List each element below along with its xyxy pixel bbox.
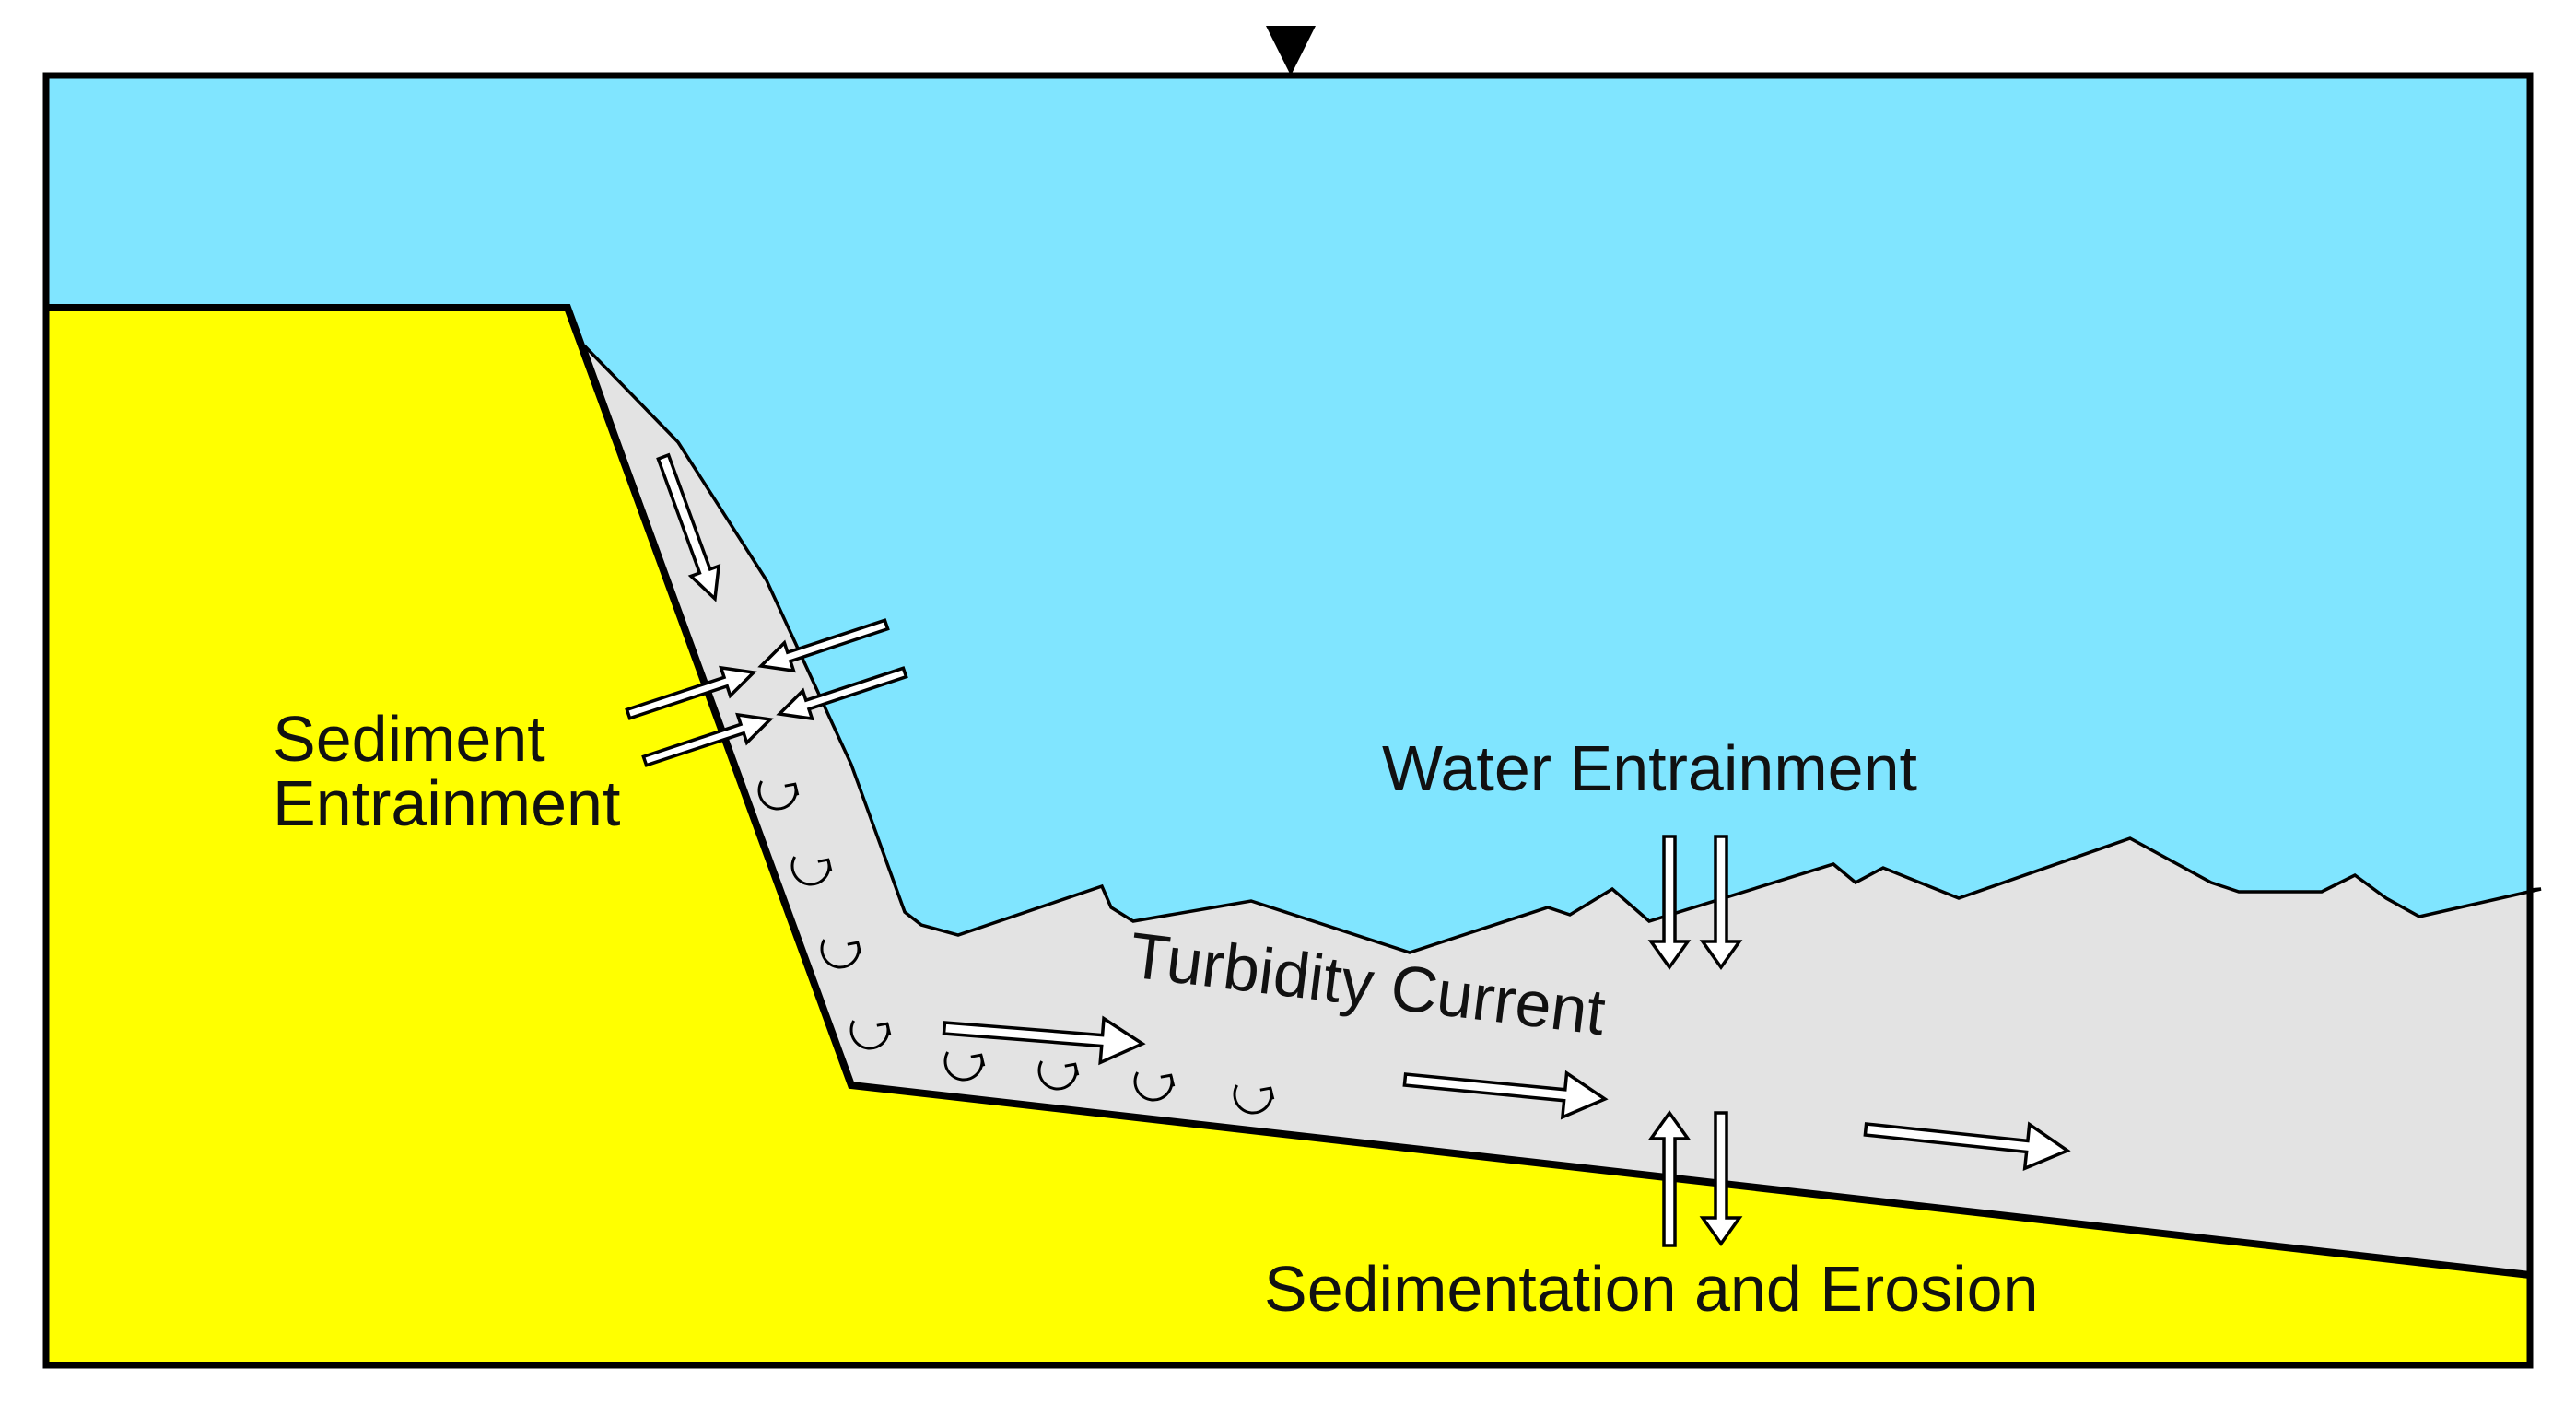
eddy-arrowhead-8 (1259, 1086, 1275, 1100)
seabed-profile-line (46, 304, 2531, 1279)
sediment-entrainment-line-2: Entrainment (273, 767, 620, 839)
flow-arrow-2 (1402, 1070, 1609, 1120)
sediment-entrainment-arrow-1 (625, 665, 757, 720)
eddy-arrows (757, 780, 1275, 1115)
water-entrainment-arrow-slope-2 (776, 666, 908, 721)
sedimentation-erosion-label: Sedimentation and Erosion (1264, 1253, 2039, 1325)
eddy-arrowhead-1 (784, 782, 800, 796)
eddy-arrow-icon-2 (790, 856, 831, 886)
eddy-arrow-icon-4 (849, 1020, 890, 1050)
sediment-entrainment-line-1: Sediment (273, 703, 545, 775)
water-entrainment-arrow-2 (1699, 835, 1743, 971)
eddy-arrowhead-5 (970, 1053, 986, 1067)
flow-arrow-3 (1863, 1121, 2071, 1172)
seabed (46, 308, 2530, 1365)
flow-arrow-1 (942, 1015, 1146, 1066)
eddy-arrow-icon-8 (1233, 1084, 1273, 1115)
eddy-arrow-icon-6 (1037, 1060, 1078, 1091)
water-entrainment-label: Water Entrainment (1382, 732, 1917, 804)
water-level-triangle-icon (1266, 26, 1316, 76)
eddy-arrowhead-4 (876, 1022, 892, 1035)
eddy-arrowhead-2 (817, 858, 833, 871)
eddy-arrowhead-3 (847, 941, 862, 954)
erosion-arrow-up (1647, 1109, 1692, 1247)
eddy-arrow-icon-5 (943, 1051, 984, 1082)
sedimentation-arrow-down (1699, 1111, 1743, 1247)
water-entrainment-arrow-1 (1647, 835, 1692, 971)
eddy-arrow-icon-3 (820, 939, 861, 969)
eddy-arrow-icon-1 (757, 780, 798, 811)
eddy-arrowhead-6 (1064, 1062, 1080, 1076)
flow-arrows (625, 452, 2071, 1247)
sediment-entrainment-label: Sediment Entrainment (273, 703, 620, 839)
eddy-arrow-icon-7 (1133, 1071, 1174, 1102)
sediment-entrainment-arrow-2 (641, 712, 774, 767)
eddy-arrowhead-7 (1160, 1073, 1176, 1087)
downslope-flow-arrow (656, 452, 721, 602)
diagram-frame (42, 72, 2534, 1369)
water-entrainment-arrow-slope-1 (757, 618, 890, 673)
